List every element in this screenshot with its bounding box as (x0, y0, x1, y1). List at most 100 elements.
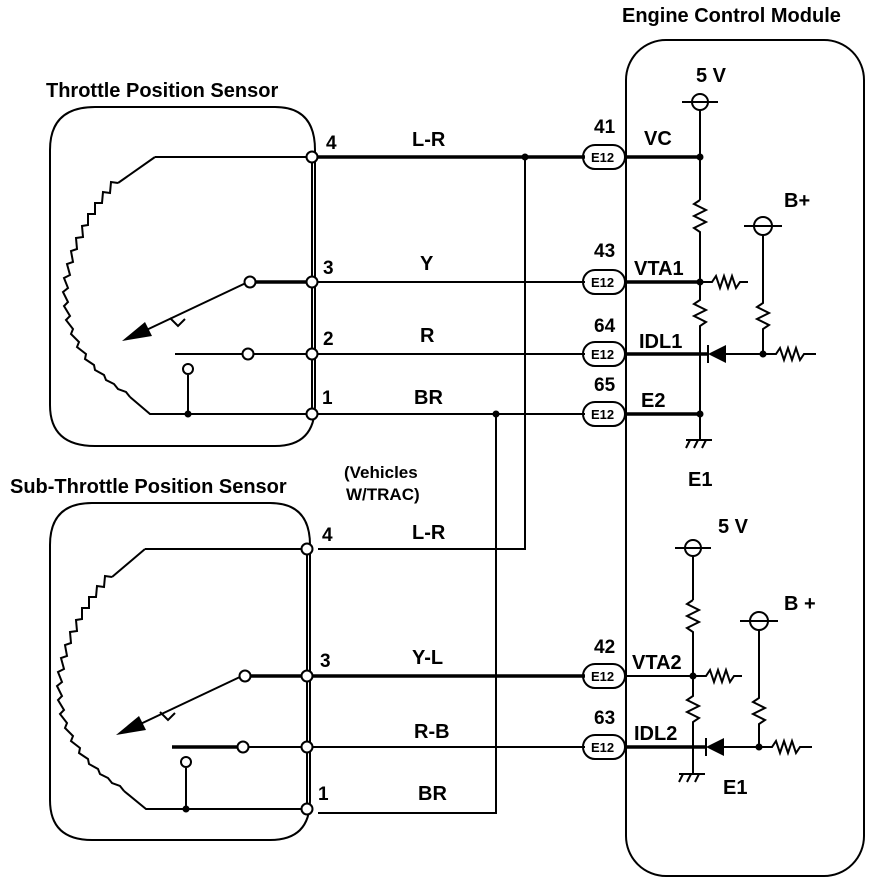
junction-vc (521, 153, 529, 161)
connector-41: E12 41 (582, 117, 626, 170)
sensor2-terminal-1 (300, 802, 314, 816)
terminal-name-vta2: VTA2 (632, 652, 682, 674)
pin-42: 42 (594, 637, 615, 658)
wire-label-l-r-2: L-R (412, 522, 446, 544)
resistor-vta1-pulldown (700, 272, 748, 292)
pin-43: 43 (594, 241, 615, 262)
sensor2-wiper (133, 675, 243, 728)
sensor1-terminal-1 (305, 407, 319, 421)
terminal-name-idl1: IDL1 (639, 331, 682, 353)
sensor1-terminal-2 (305, 347, 319, 361)
pin-64: 64 (594, 316, 616, 337)
resistor-idl-top (691, 282, 709, 414)
connector-43: E12 43 (582, 241, 626, 295)
sensor1-wiper-terminal (243, 275, 257, 289)
sensor1-pin-1: 1 (322, 388, 333, 409)
wire-label-l-r-1: L-R (412, 129, 446, 151)
terminal-name-vc: VC (644, 128, 672, 150)
sensor1-idle-ground-terminal (182, 363, 194, 375)
sensor2-wiper-arrow (116, 716, 146, 735)
sensor2-title: Sub-Throttle Position Sensor (10, 476, 287, 498)
sensor2-wiper-mark (159, 711, 176, 722)
sensor1-pin-2: 2 (323, 329, 334, 350)
sensor2-note-1: (Vehicles (344, 463, 418, 482)
sensor1-wiper-arrow (122, 322, 152, 341)
ecm-box (625, 39, 865, 877)
wire-label-r: R (420, 325, 435, 347)
sensor1-pin-3: 3 (323, 258, 334, 279)
sensor2-idle-ground-terminal (180, 756, 192, 768)
sensor1-wiper (139, 281, 249, 334)
wire-label-r-b: R-B (414, 721, 450, 743)
terminal-name-e2: E2 (641, 390, 665, 412)
sensor2-note-2: W/TRAC) (346, 485, 420, 504)
resistor-bplus-top (754, 235, 772, 354)
sensor1-resistor-bottom (129, 396, 310, 415)
sensor2-idle-terminal (236, 740, 250, 754)
ground-label-bottom: E1 (723, 777, 747, 799)
sensor1-terminal-3 (305, 275, 319, 289)
wire-label-br-2: BR (418, 783, 447, 805)
sensor1-resistor-track (117, 156, 310, 184)
sensor1-bottom-dot (184, 410, 192, 418)
connector-43-label: E12 (591, 275, 614, 290)
sensor2-pin-1: 1 (318, 784, 329, 805)
sensor2-terminal-3 (300, 669, 314, 683)
connector-63-label: E12 (591, 740, 614, 755)
sensor2-terminal-2 (300, 740, 314, 754)
jumper-e2 (318, 414, 497, 814)
terminal-name-vta1: VTA1 (634, 258, 684, 280)
diode-idl1 (708, 345, 726, 363)
resistor-idl1-pulldown (763, 344, 816, 364)
sensor2-resistor (55, 574, 125, 792)
connector-65-label: E12 (591, 407, 614, 422)
sensor1-idle-terminal (241, 347, 255, 361)
wire-label-br-1: BR (414, 387, 443, 409)
supply-5v-top-label: 5 V (696, 65, 727, 87)
resistor-idl-bottom (684, 676, 702, 774)
sensor2-wiper-terminal (238, 669, 252, 683)
sensor2-pin-3: 3 (320, 651, 331, 672)
supply-5v-bottom-label: 5 V (718, 516, 749, 538)
sensor2-terminal-4 (300, 542, 314, 556)
sensor1-wiper-mark (169, 317, 186, 328)
bplus-bottom-label: B + (784, 593, 816, 615)
pin-65: 65 (594, 375, 616, 396)
bplus-top-label: B+ (784, 190, 810, 212)
sensor1-box (49, 106, 316, 447)
sensor2-pin-4: 4 (322, 525, 333, 546)
resistor-vta2-pulldown (693, 666, 742, 686)
ground-symbol-bottom (678, 773, 705, 783)
sensor1-title: Throttle Position Sensor (46, 80, 278, 102)
connector-64-label: E12 (591, 347, 614, 362)
connector-41-label: E12 (591, 150, 614, 165)
pin-63: 63 (594, 708, 615, 729)
sensor1-pin-4: 4 (326, 133, 337, 154)
resistor-5v-vta2 (684, 599, 702, 676)
terminal-name-idl2: IDL2 (634, 723, 677, 745)
resistor-bplus-bottom (750, 630, 768, 747)
resistor-idl2-pulldown (759, 737, 812, 757)
sensor2-bottom-dot (182, 805, 190, 813)
jumper-vc (318, 157, 526, 550)
pin-41: 41 (594, 117, 616, 138)
diode-idl2 (706, 738, 724, 756)
connector-65: E12 65 (582, 375, 626, 427)
junction-e2 (492, 410, 500, 418)
ground-label-top: E1 (688, 469, 712, 491)
wire-label-y-l: Y-L (412, 647, 443, 669)
ecm-title: Engine Control Module (622, 5, 841, 27)
resistor-vc-vta1 (691, 199, 709, 282)
sensor2-box (49, 502, 311, 841)
sensor2-resistor-track (111, 548, 306, 578)
wire-label-y: Y (420, 253, 434, 275)
connector-63: E12 63 (582, 708, 626, 760)
sensor2-resistor-bottom (123, 790, 306, 810)
ground-symbol-top (685, 439, 712, 449)
connector-42: E12 42 (582, 637, 626, 689)
connector-64: E12 64 (582, 316, 626, 367)
connector-42-label: E12 (591, 669, 614, 684)
sensor1-resistor (61, 180, 131, 398)
sensor1-terminal-4 (305, 150, 319, 164)
